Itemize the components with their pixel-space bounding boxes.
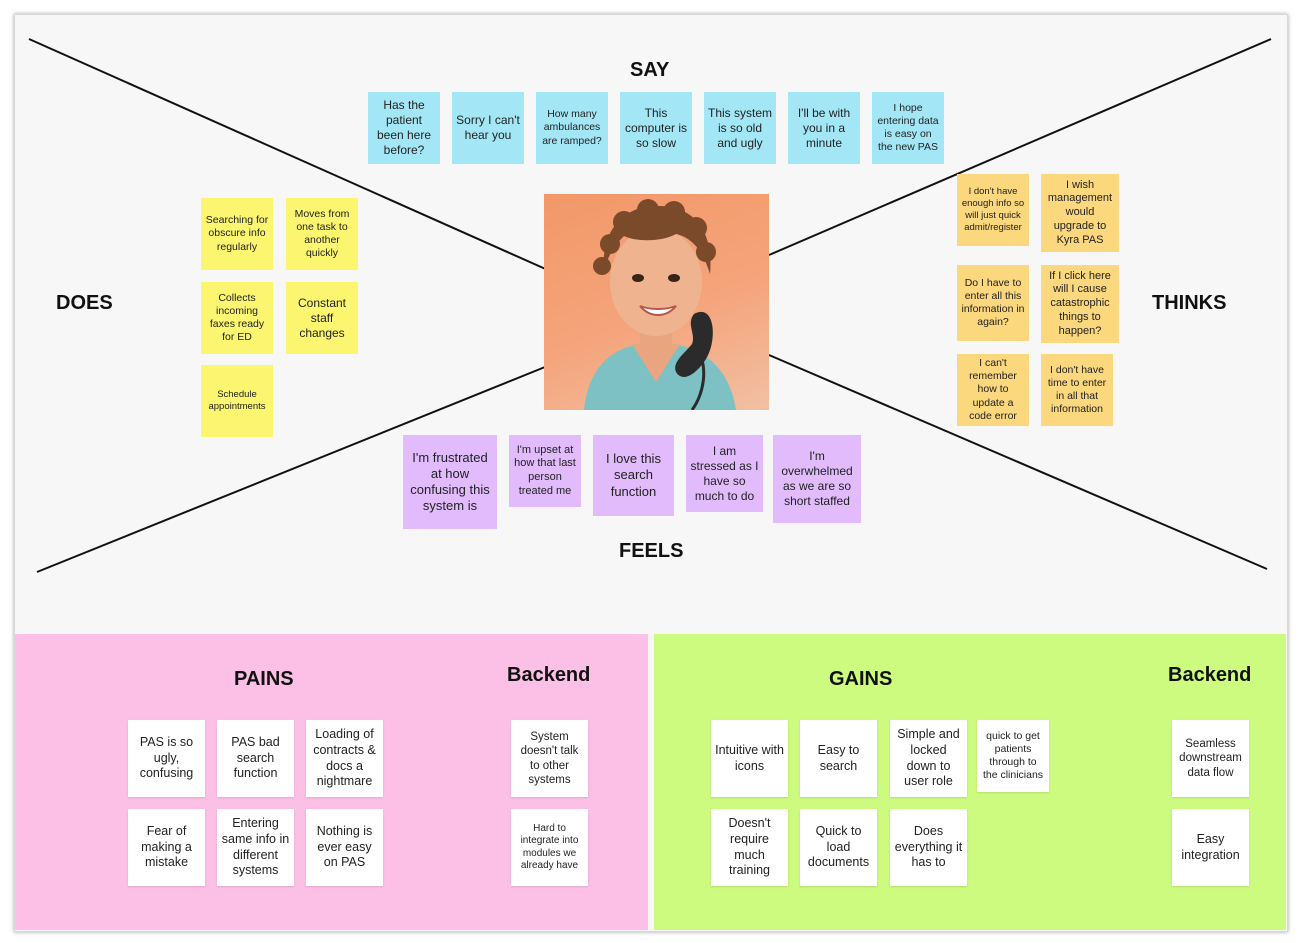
pain-note[interactable]: Nothing is ever easy on PAS	[306, 809, 383, 886]
feels-note[interactable]: I'm upset at how that last person treate…	[509, 435, 581, 507]
thinks-label: THINKS	[1152, 292, 1227, 314]
pain-note[interactable]: PAS is so ugly, confusing	[128, 720, 205, 797]
say-note[interactable]: Sorry I can't hear you	[452, 92, 524, 164]
thinks-note[interactable]: I don't have enough info so will just qu…	[957, 174, 1029, 246]
feels-note[interactable]: I am stressed as I have so much to do	[686, 435, 763, 512]
pain-note[interactable]: Entering same info in different systems	[217, 809, 294, 886]
gain-note[interactable]: Easy to search	[800, 720, 877, 797]
feels-note[interactable]: I love this search function	[593, 435, 674, 516]
does-note[interactable]: Schedule appointments	[201, 365, 273, 437]
say-note[interactable]: This system is so old and ugly	[704, 92, 776, 164]
pain-note[interactable]: Fear of making a mistake	[128, 809, 205, 886]
gain-note[interactable]: Intuitive with icons	[711, 720, 788, 797]
gain-backend-note[interactable]: Seamless downstream data flow	[1172, 720, 1249, 797]
gains-backend-title: Backend	[1168, 664, 1252, 686]
say-note[interactable]: I hope entering data is easy on the new …	[872, 92, 944, 164]
pains-backend-title: Backend	[507, 664, 591, 686]
does-label: DOES	[56, 292, 113, 314]
diagonal-line-top-right	[768, 38, 1272, 256]
diagonal-line-bottom-right	[768, 354, 1268, 570]
persona-nurse-illustration	[584, 199, 736, 410]
does-note[interactable]: Moves from one task to another quickly	[286, 198, 358, 270]
feels-note[interactable]: I'm frustrated at how confusing this sys…	[403, 435, 497, 529]
say-note[interactable]: I'll be with you in a minute	[788, 92, 860, 164]
thinks-note[interactable]: I wish management would upgrade to Kyra …	[1041, 174, 1119, 252]
gain-note[interactable]: Simple and locked down to user role	[890, 720, 967, 797]
say-note[interactable]: How many ambulances are ramped?	[536, 92, 608, 164]
thinks-note[interactable]: Do I have to enter all this information …	[957, 265, 1029, 341]
diagonal-line-bottom-left	[36, 366, 546, 573]
diagonal-line-top-left	[28, 38, 560, 276]
feels-label: FEELS	[619, 540, 684, 562]
thinks-note[interactable]: I don't have time to enter in all that i…	[1041, 354, 1113, 426]
persona-photo	[544, 194, 769, 410]
pain-backend-note[interactable]: Hard to integrate into modules we alread…	[511, 809, 588, 886]
say-label: SAY	[630, 59, 670, 81]
pain-note[interactable]: Loading of contracts & docs a nightmare	[306, 720, 383, 797]
gain-note[interactable]: quick to get patients through to the cli…	[977, 720, 1049, 792]
pain-backend-note[interactable]: System doesn't talk to other systems	[511, 720, 588, 797]
does-note[interactable]: Collects incoming faxes ready for ED	[201, 282, 273, 354]
thinks-note[interactable]: I can't remember how to update a code er…	[957, 354, 1029, 426]
gain-note[interactable]: Does everything it has to	[890, 809, 967, 886]
thinks-note[interactable]: If I click here will I cause catastrophi…	[1041, 265, 1119, 343]
gains-title: GAINS	[829, 668, 893, 690]
quadrant-diagonal-lines	[28, 38, 1272, 573]
feels-note[interactable]: I'm overwhelmed as we are so short staff…	[773, 435, 861, 523]
say-note[interactable]: This computer is so slow	[620, 92, 692, 164]
pain-note[interactable]: PAS bad search function	[217, 720, 294, 797]
say-note[interactable]: Has the patient been here before?	[368, 92, 440, 164]
pains-title: PAINS	[234, 668, 294, 690]
gain-note[interactable]: Doesn't require much training	[711, 809, 788, 886]
does-note[interactable]: Searching for obscure info regularly	[201, 198, 273, 270]
gain-note[interactable]: Quick to load documents	[800, 809, 877, 886]
does-note[interactable]: Constant staff changes	[286, 282, 358, 354]
gain-backend-note[interactable]: Easy integration	[1172, 809, 1249, 886]
